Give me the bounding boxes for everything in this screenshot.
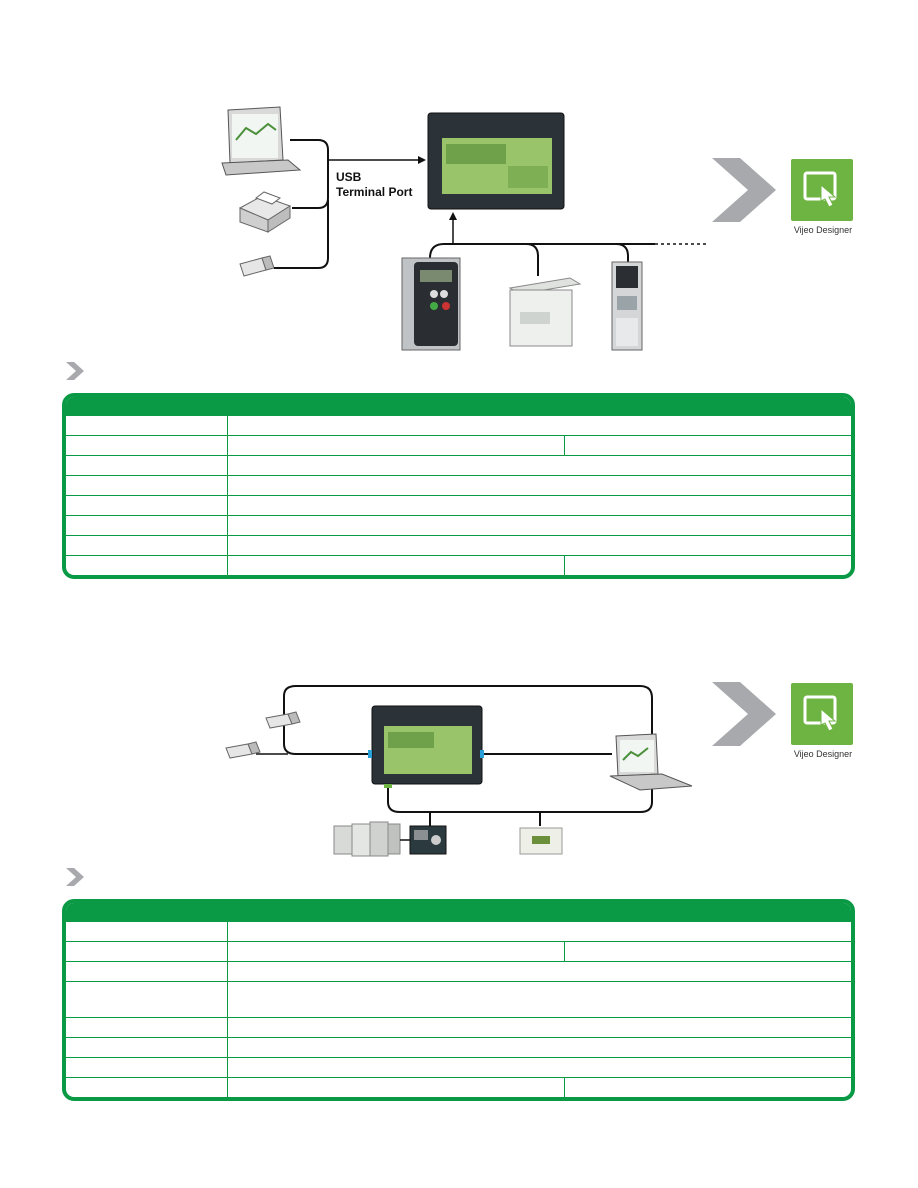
vijeo-designer-logo: Vijeo Designer	[791, 159, 855, 235]
vijeo-designer-tile	[791, 683, 853, 745]
hmi-panel-icon	[427, 112, 565, 210]
plc-icon	[508, 277, 582, 347]
small-hmi-icon	[409, 825, 447, 855]
table-row	[66, 515, 851, 535]
section1-topology-graphic	[221, 106, 776, 351]
chevron-right-icon	[712, 682, 776, 746]
usb-label-line2: Terminal Port	[336, 185, 413, 199]
usb-label-line1: USB	[336, 170, 362, 184]
laptop-icon	[609, 733, 693, 791]
table-row	[66, 415, 851, 435]
motor-starter-icon	[611, 261, 643, 351]
usb-terminal-port-label: USB Terminal Port	[336, 170, 412, 200]
table-row	[66, 1037, 851, 1057]
table-row	[66, 921, 851, 941]
table-row	[66, 455, 851, 475]
table-row	[66, 1057, 851, 1077]
section1-chevron-icon	[66, 362, 84, 380]
section1-diagram: USB Terminal Port Vijeo Designer	[0, 0, 918, 360]
usb-stick-icon	[225, 741, 261, 759]
section2-topology-graphic	[225, 682, 776, 857]
printer-icon	[238, 191, 292, 233]
chevron-right-icon	[712, 158, 776, 222]
table-row	[66, 1077, 851, 1097]
table-row	[66, 981, 851, 1017]
table-row	[66, 435, 851, 455]
vijeo-designer-caption: Vijeo Designer	[793, 225, 853, 235]
table-row	[66, 475, 851, 495]
table-header-bar	[66, 397, 851, 415]
usb-stick-icon	[239, 255, 275, 277]
table-header-bar	[66, 903, 851, 921]
section2-diagram: Vijeo Designer	[0, 660, 918, 860]
touch-screen-icon	[803, 695, 837, 732]
section2-chevron-icon	[66, 868, 84, 886]
touch-screen-icon	[803, 171, 837, 208]
table-row	[66, 535, 851, 555]
table-row	[66, 961, 851, 981]
drive-icon	[401, 257, 461, 351]
section1-spec-table	[62, 393, 855, 579]
table-row	[66, 555, 851, 575]
table-row	[66, 1017, 851, 1037]
vijeo-designer-tile	[791, 159, 853, 221]
vijeo-designer-caption: Vijeo Designer	[793, 749, 853, 759]
plc-rack-icon	[333, 821, 410, 857]
vijeo-designer-logo: Vijeo Designer	[791, 683, 855, 759]
table-row	[66, 941, 851, 961]
hmi-panel-icon	[368, 705, 484, 788]
laptop-icon	[221, 106, 302, 176]
compact-plc-icon	[519, 827, 563, 855]
table-row	[66, 495, 851, 515]
usb-stick-icon	[265, 711, 301, 729]
section2-spec-table	[62, 899, 855, 1101]
